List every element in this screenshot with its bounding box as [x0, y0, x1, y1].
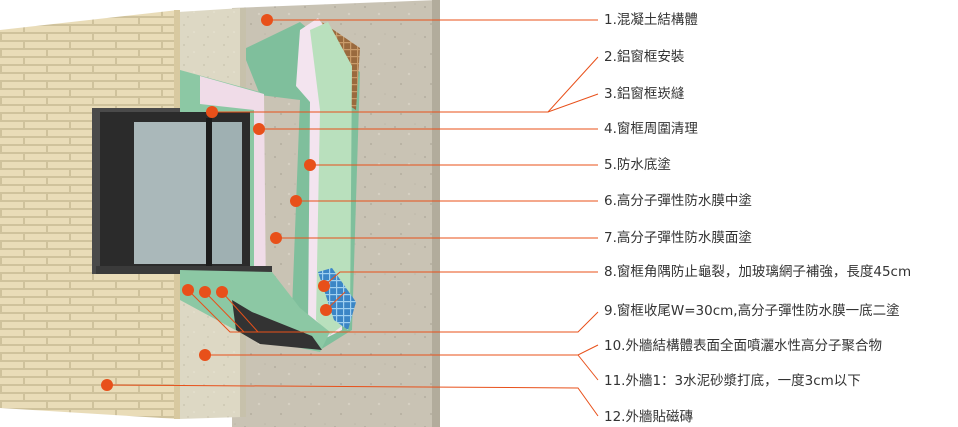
legend-item-2: 2.鋁窗框安裝 [604, 49, 685, 65]
window-glass-left [134, 122, 206, 264]
leader-9c [221, 291, 259, 333]
dot-5 [304, 159, 316, 171]
dot-2 [206, 106, 218, 118]
legend-item-11: 11.外牆1：3水泥砂漿打底，一度3cm以下 [604, 373, 861, 389]
leader-9b [204, 291, 245, 333]
dot-8b [320, 304, 332, 316]
dot-4 [253, 123, 265, 135]
leader-8 [323, 271, 598, 287]
legend: 1.混凝土結構體 2.鋁窗框安裝 3.鋁窗框崁縫 4.窗框周圍清理 5.防水底塗… [598, 0, 958, 427]
legend-item-8: 8.窗框角隅防止龜裂，加玻璃網子補強，長度45cm [604, 264, 912, 280]
membrane-stripe-green [310, 22, 352, 335]
callout-dots [101, 14, 332, 391]
legend-item-6: 6.高分子彈性防水膜中塗 [604, 193, 752, 209]
leader-11 [577, 354, 599, 381]
dot-1 [261, 14, 273, 26]
leader-3 [212, 93, 599, 113]
dot-8 [318, 280, 330, 292]
window-sill [96, 266, 272, 274]
dot-7 [270, 232, 282, 244]
legend-item-12: 12.外牆貼磁磚 [604, 409, 693, 425]
legend-item-5: 5.防水底塗 [604, 157, 671, 173]
legend-item-1: 1.混凝土結構體 [604, 12, 698, 28]
window-mullion [206, 118, 212, 268]
leader-9a [187, 289, 599, 333]
dot-10 [199, 349, 211, 361]
leader-lines [106, 19, 599, 417]
dot-9a [182, 284, 194, 296]
legend-item-3: 3.鋁窗框崁縫 [604, 86, 685, 102]
leader-12 [106, 384, 599, 417]
concrete-slab-edge [432, 0, 440, 427]
window-glass-right [212, 122, 242, 264]
legend-item-7: 7.高分子彈性防水膜面塗 [604, 230, 752, 246]
legend-item-10: 10.外牆結構體表面全面噴灑水性高分子聚合物 [604, 338, 882, 354]
dot-9c [216, 286, 228, 298]
legend-item-9: 9.窗框收尾W=30cm,高分子彈性防水膜一底二塗 [604, 303, 900, 319]
legend-item-4: 4.窗框周圍清理 [604, 121, 698, 137]
window-bottom-dark [232, 300, 322, 350]
dot-9b [199, 286, 211, 298]
dot-6 [290, 195, 302, 207]
dot-12 [101, 379, 113, 391]
